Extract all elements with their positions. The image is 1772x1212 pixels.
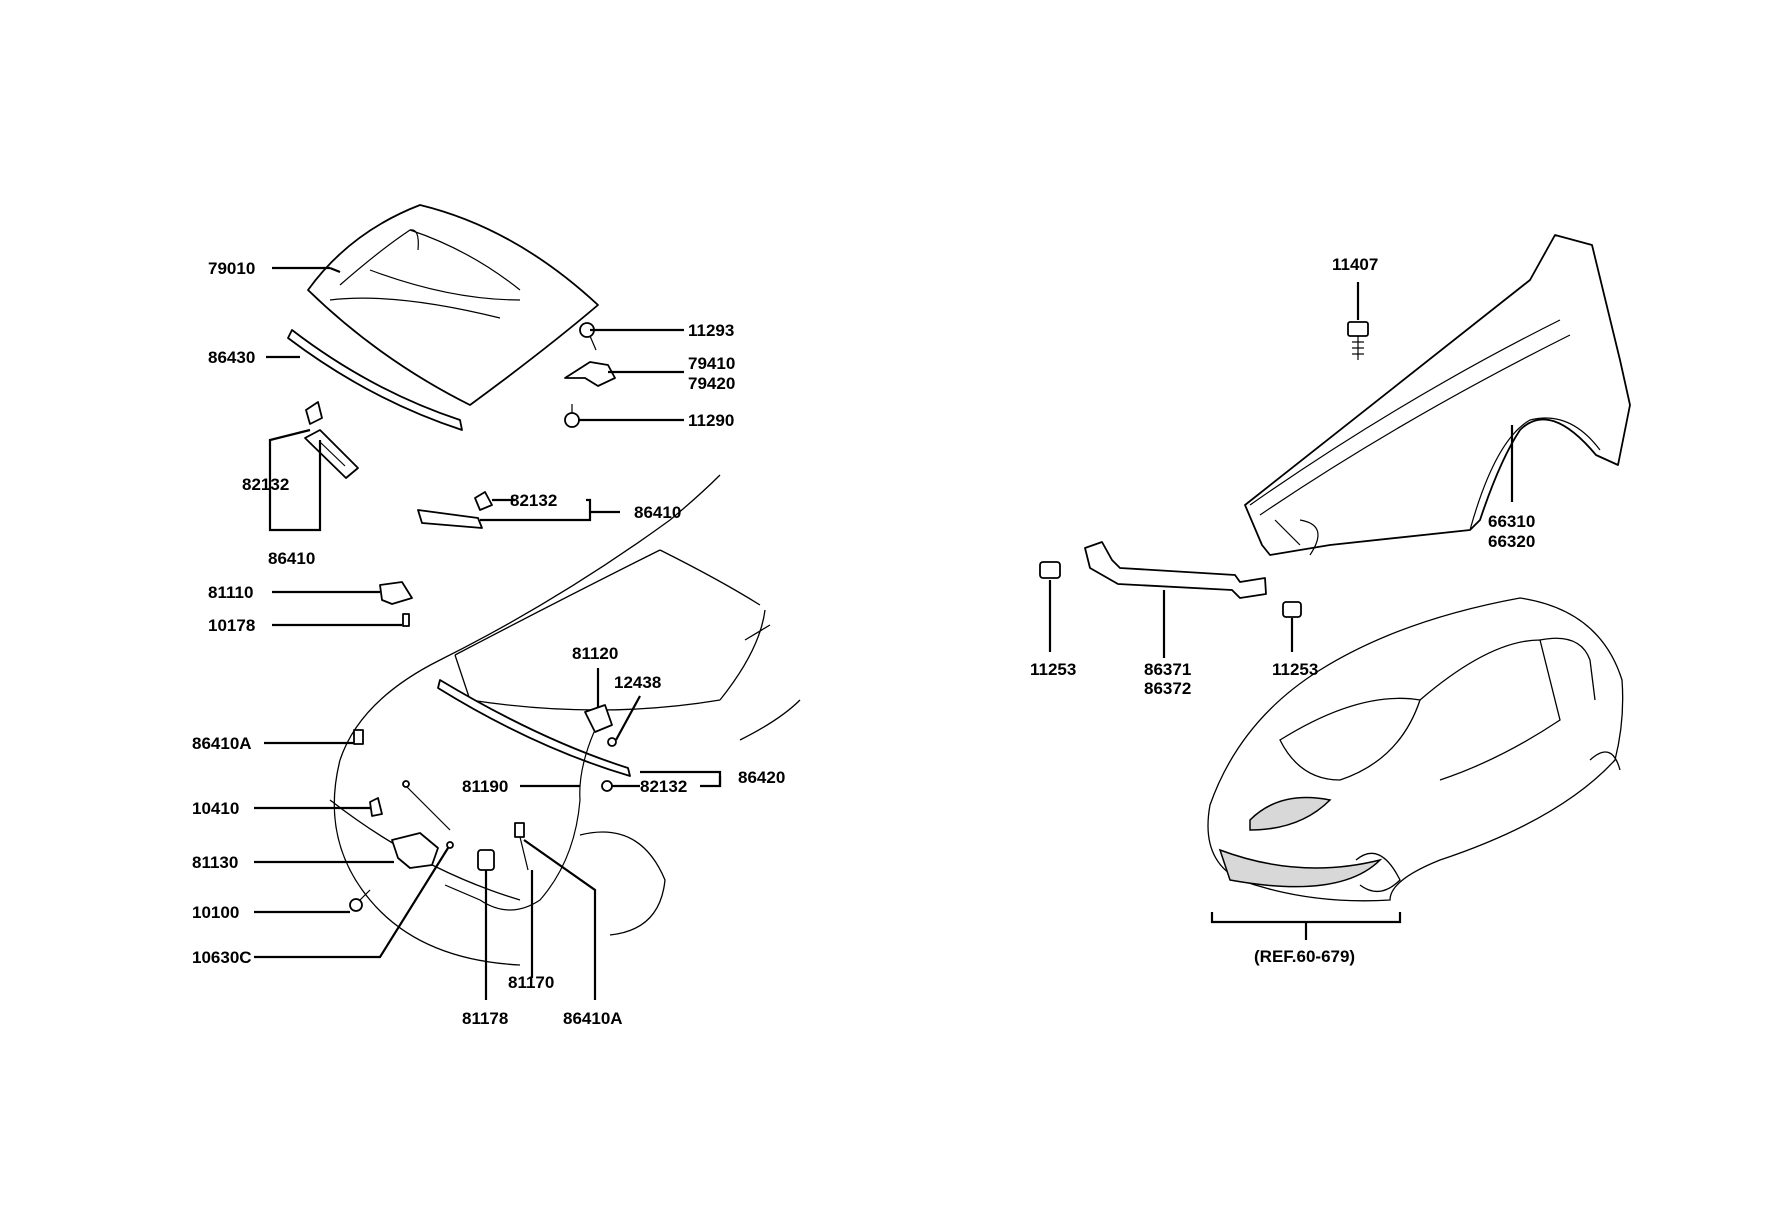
label-81130: 81130 (192, 853, 238, 872)
label-11407: 11407 (1332, 255, 1378, 274)
bolt-11407-icon (1347, 282, 1369, 360)
grommet-81170-icon (514, 822, 529, 871)
bolt-11253-left-icon (1039, 561, 1061, 652)
latch-assy-icon (391, 780, 451, 869)
car-front-body-outline (329, 474, 801, 966)
label-11293: 11293 (688, 321, 734, 340)
label-82132-left: 82132 (242, 475, 289, 494)
latch-81110-icon (379, 581, 413, 605)
clip-86410A-top-icon (353, 729, 364, 745)
reference-bracket (1210, 912, 1402, 940)
screw-10410-icon (369, 797, 383, 817)
label-81170: 81170 (508, 973, 554, 992)
labels: 79010 86430 11293 79410 79420 11290 8213… (192, 255, 1535, 1028)
stay-left-icon (304, 429, 359, 479)
label-86410-right: 86410 (634, 503, 681, 522)
bracket-drawing (1084, 541, 1267, 599)
reference-car-outline (1207, 597, 1624, 902)
bolt-11290-icon (564, 404, 580, 428)
label-86410A-top: 86410A (192, 734, 252, 753)
release-handle-icon (584, 704, 617, 747)
label-86430: 86430 (208, 348, 255, 367)
label-86420: 86420 (738, 768, 785, 787)
label-11253-left: 11253 (1030, 660, 1076, 679)
stay-clip-left-icon (305, 401, 323, 425)
cowl-seal-drawing (437, 679, 631, 777)
screw-10178-icon (402, 613, 410, 627)
fender-drawing (1244, 234, 1631, 556)
bumper-81178-icon (477, 849, 495, 871)
screw-10630C-icon (446, 841, 454, 849)
label-86371: 86371 (1144, 660, 1191, 679)
label-10178: 10178 (208, 616, 255, 635)
label-11290: 11290 (688, 411, 734, 430)
label-10410: 10410 (192, 799, 239, 818)
label-82132-right: 82132 (510, 491, 557, 510)
label-79420: 79420 (688, 374, 735, 393)
hinge-icon (564, 361, 616, 387)
clip-82132-cowl-icon (601, 780, 613, 792)
label-79010: 79010 (208, 259, 255, 278)
label-86410A-bottom: 86410A (563, 1009, 623, 1028)
label-12438: 12438 (614, 673, 661, 692)
label-86410-left: 86410 (268, 549, 315, 568)
label-81110: 81110 (208, 583, 253, 602)
label-86372: 86372 (1144, 679, 1191, 698)
label-10100: 10100 (192, 903, 239, 922)
stay-clip-right-icon (474, 491, 493, 511)
label-81178: 81178 (462, 1009, 508, 1028)
bolt-11293-icon (579, 322, 597, 351)
label-66320: 66320 (1488, 532, 1535, 551)
label-11253-right: 11253 (1272, 660, 1318, 679)
leader-lines-left (254, 266, 722, 1000)
label-66310: 66310 (1488, 512, 1535, 531)
label-82132-cowl: 82132 (640, 777, 687, 796)
bolt-11253-right-icon (1282, 601, 1302, 652)
label-81190: 81190 (462, 777, 508, 796)
label-reference: (REF.60-679) (1254, 947, 1355, 966)
label-79410: 79410 (688, 354, 735, 373)
label-81120: 81120 (572, 644, 618, 663)
stay-right-icon (417, 509, 483, 529)
hood-weatherstrip-drawing (287, 329, 463, 431)
hood-panel-drawing (307, 204, 599, 406)
label-10630C: 10630C (192, 948, 252, 967)
bolt-10100-icon (349, 889, 371, 912)
release-cable-path (444, 731, 595, 911)
